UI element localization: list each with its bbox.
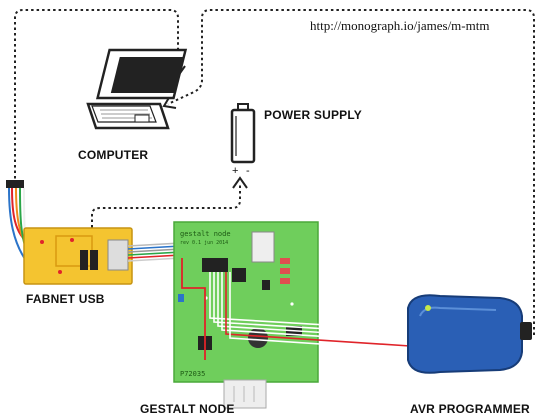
computer-label: COMPUTER [78,148,149,162]
power-supply-label: POWER SUPPLY [264,108,362,122]
laptop-icon [86,48,188,130]
arrow-to-computer-2 [162,95,177,109]
fabnet-usb-label: FABNET USB [26,292,105,306]
power-wire-red [181,258,206,360]
battery-icon [230,103,256,164]
battery-minus-sign: - [246,165,250,177]
gestalt-node-label: GESTALT NODE [140,402,235,416]
dotted-connections [14,9,535,335]
source-url: http://monograph.io/james/m-mtm [310,18,490,33]
arrow-to-power-supply [232,176,248,189]
board-title: gestalt node [180,230,231,238]
board-subtitle: rev 0.1 jun 2014 [180,240,228,246]
ribbon-cable-avr [209,272,411,351]
board-part-number: P72035 [180,370,205,378]
avr-programmer [407,294,532,374]
fabnet-usb-board [6,180,133,285]
battery-plus-sign: + [232,165,238,177]
avr-programmer-label: AVR PROGRAMMER [410,402,530,416]
gestalt-node-board [173,221,319,409]
